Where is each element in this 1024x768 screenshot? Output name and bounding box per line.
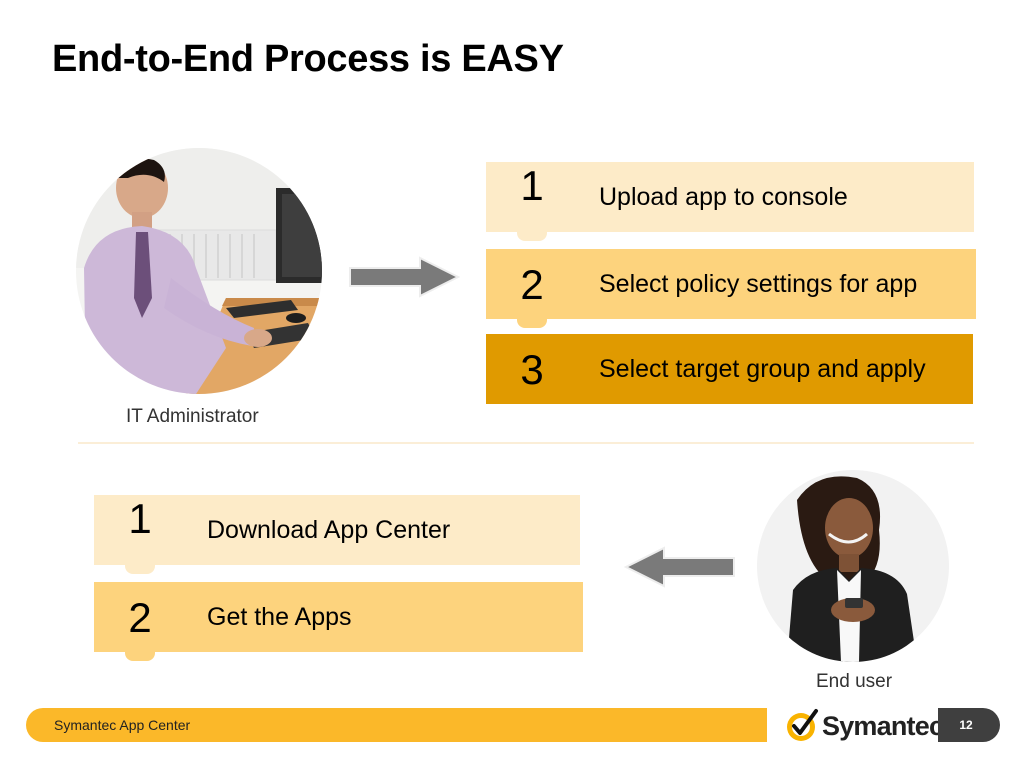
user-step-2-number-box: 2 <box>94 582 186 661</box>
page-number-badge: 12 <box>938 708 1000 742</box>
admin-step-3: 3 Select target group and apply <box>486 334 973 404</box>
checkmark-logo-icon <box>787 709 818 741</box>
user-step-1-label-box <box>186 495 580 565</box>
admin-step-2-label-box <box>578 249 976 319</box>
admin-step-3-label: Select target group and apply <box>599 355 926 383</box>
admin-step-1-number-box: 1 <box>486 162 578 241</box>
admin-step-1-label-box <box>578 162 974 232</box>
admin-step-1: 1 Upload app to console <box>486 162 974 241</box>
user-step-1-label: Download App Center <box>207 516 451 544</box>
user-step-2-number: 2 <box>128 594 152 641</box>
user-step-2: 2 Get the Apps <box>94 582 583 661</box>
user-step-1: 1 Download App Center <box>94 495 580 574</box>
it-administrator-caption: IT Administrator <box>126 406 259 427</box>
admin-step-2-number: 2 <box>520 261 544 308</box>
page-number: 12 <box>959 718 973 732</box>
arrow-left-icon <box>623 546 735 588</box>
admin-step-3-number-box: 3 <box>486 334 578 404</box>
end-user-photo <box>757 470 949 662</box>
admin-step-2-number-box: 2 <box>486 249 578 328</box>
user-step-1-number-box: 1 <box>94 495 186 574</box>
user-step-1-number: 1 <box>128 495 152 542</box>
user-step-2-label-box <box>186 582 583 652</box>
user-step-1-notch <box>125 564 155 574</box>
admin-step-3-number: 3 <box>520 346 544 393</box>
logo-wordmark: Symantec. <box>822 710 951 741</box>
admin-step-2-label: Select policy settings for app <box>599 270 918 298</box>
admin-step-2-notch <box>517 318 547 328</box>
symantec-logo: Symantec. <box>784 706 951 746</box>
admin-step-1-number: 1 <box>520 162 544 209</box>
page-title: End-to-End Process is EASY <box>52 38 564 80</box>
admin-step-1-notch <box>517 231 547 241</box>
admin-step-2: 2 Select policy settings for app <box>486 249 976 328</box>
it-administrator-illustration <box>76 148 322 394</box>
admin-step-3-label-box <box>578 334 973 404</box>
user-step-2-label: Get the Apps <box>207 603 352 631</box>
arrow-right-icon <box>349 256 460 298</box>
footer-bar <box>26 708 767 742</box>
end-user-caption: End user <box>816 671 893 692</box>
footer-text: Symantec App Center <box>54 717 191 733</box>
it-administrator-photo <box>76 148 322 394</box>
admin-step-1-label: Upload app to console <box>599 183 848 211</box>
end-user-illustration <box>757 470 949 662</box>
section-divider <box>78 442 974 444</box>
user-step-2-notch <box>125 651 155 661</box>
